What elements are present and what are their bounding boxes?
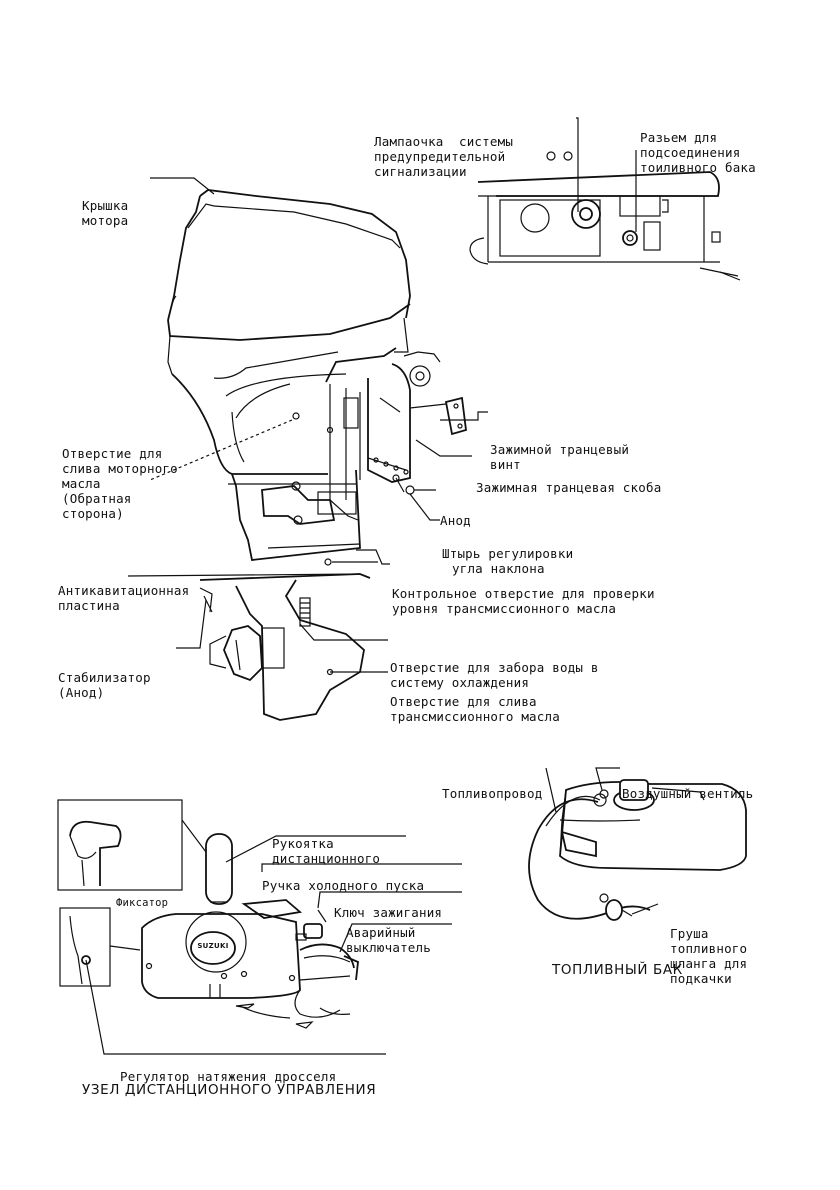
throttle-tension-label: Регулятор натяжения дросселя xyxy=(120,1069,337,1084)
remote-control-unit xyxy=(57,799,462,1055)
fuel-tank xyxy=(528,767,747,921)
anode-icon xyxy=(392,474,400,482)
gear-oil-level-icon xyxy=(324,558,332,566)
oil-drain-icon xyxy=(292,412,300,420)
brand-logo: SUZUKI xyxy=(197,942,229,950)
fuel-connector-icon xyxy=(622,230,638,246)
control-panel-inset xyxy=(469,117,741,281)
stabilizer-label: Стабилизатор(Анод) xyxy=(58,670,151,700)
remote-control-title: УЗЕЛ ДИСТАНЦИОННОГО УПРАВЛЕНИЯ xyxy=(82,1082,377,1098)
motor-leader-lines xyxy=(127,177,488,673)
air-vent-label: Воздушный вентиль xyxy=(622,786,754,801)
ignition-key-label: Ключ зажигания xyxy=(334,905,443,920)
fast-idle-label: Ручка холодного пуска xyxy=(262,878,425,893)
fuel-line-label: Топливопровод xyxy=(442,786,543,801)
warning-lamp-icon xyxy=(571,199,601,229)
anode-label: Анод xyxy=(440,513,471,528)
outboard-motor xyxy=(149,189,467,721)
clamp-bracket-label: Зажимная транцевая скоба xyxy=(476,480,662,495)
fuel-tank-title: ТОПЛИВНЫЙ БАК xyxy=(552,962,683,978)
throttle-tension-icon xyxy=(81,955,91,965)
lock-label: Фиксатор xyxy=(116,897,169,909)
